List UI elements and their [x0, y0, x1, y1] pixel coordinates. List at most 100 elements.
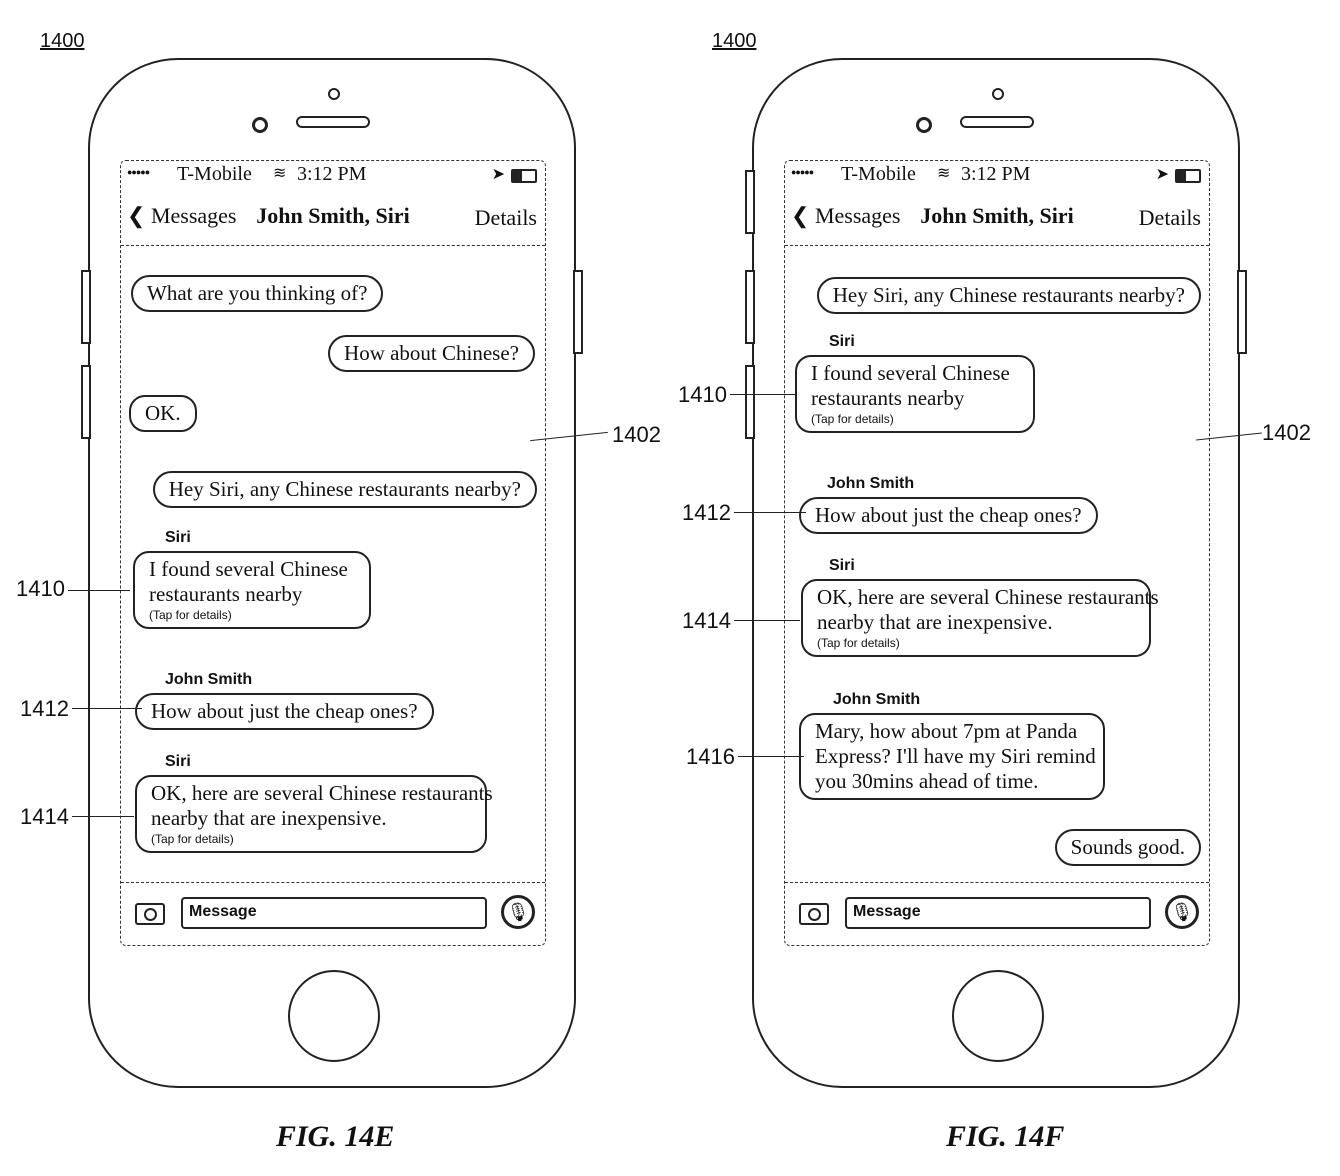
- message-bubble-received[interactable]: What are you thinking of?: [131, 275, 384, 312]
- tap-for-details-link[interactable]: (Tap for details): [151, 832, 234, 846]
- message-text: Mary, how about 7pm at Panda: [815, 719, 1078, 743]
- message-bubble-sent[interactable]: Hey Siri, any Chinese restaurants nearby…: [816, 277, 1201, 314]
- power-button: [1237, 270, 1247, 354]
- signal-icon: ●●●●●: [127, 167, 150, 177]
- nav-bar: ❮ Messages John Smith, Siri Details: [785, 197, 1209, 246]
- front-camera: [916, 117, 932, 133]
- front-camera: [252, 117, 268, 133]
- back-label: Messages: [814, 203, 901, 228]
- message-bubble-sent[interactable]: Hey Siri, any Chinese restaurants nearby…: [152, 471, 537, 508]
- figure-caption-14e: FIG. 14E: [276, 1120, 395, 1153]
- message-input[interactable]: Message: [181, 897, 487, 929]
- reference-numeral-1402: 1402: [1262, 420, 1311, 445]
- tap-for-details-link[interactable]: (Tap for details): [817, 636, 900, 650]
- sender-label: Siri: [165, 529, 191, 546]
- message-text: OK, here are several Chinese restaurants: [817, 585, 1159, 609]
- microphone-icon[interactable]: 🎙: [501, 895, 535, 929]
- message-bubble-sent[interactable]: Sounds good.: [1054, 829, 1201, 866]
- chevron-left-icon: ❮: [127, 203, 146, 228]
- earpiece-speaker: [296, 116, 370, 128]
- status-bar: ●●●●● T-Mobile ≋ 3:12 PM ➤: [785, 161, 1209, 191]
- message-bubble-received[interactable]: How about just the cheap ones?: [135, 693, 434, 730]
- siri-response-bubble[interactable]: OK, here are several Chinese restaurants…: [801, 579, 1159, 657]
- message-text: I found several Chinese: [811, 361, 1010, 385]
- volume-up-button: [745, 270, 755, 344]
- message-text: you 30mins ahead of time.: [815, 769, 1039, 793]
- message-bubble-received[interactable]: Mary, how about 7pm at Panda Express? I'…: [799, 713, 1105, 800]
- battery-icon: [1175, 169, 1201, 183]
- leader-line: [734, 512, 806, 513]
- conversation-title: John Smith, Siri: [920, 203, 1074, 228]
- reference-numeral-1412: 1412: [20, 696, 69, 721]
- volume-up-button: [81, 270, 91, 344]
- nav-bar: ❮ Messages John Smith, Siri Details: [121, 197, 545, 246]
- siri-response-bubble[interactable]: I found several Chinese restaurants near…: [795, 355, 1035, 433]
- microphone-icon[interactable]: 🎙: [1165, 895, 1199, 929]
- message-input[interactable]: Message: [845, 897, 1151, 929]
- leader-line: [72, 708, 142, 709]
- mute-switch: [745, 170, 755, 234]
- leader-line: [68, 590, 130, 591]
- sender-label: Siri: [829, 557, 855, 574]
- reference-numeral-1412: 1412: [682, 500, 731, 525]
- details-button[interactable]: Details: [1138, 205, 1201, 230]
- tap-for-details-link[interactable]: (Tap for details): [149, 608, 232, 622]
- location-icon: ➤: [491, 166, 505, 183]
- carrier-label: T-Mobile: [841, 163, 916, 185]
- reference-numeral-1414: 1414: [682, 608, 731, 633]
- sender-label: John Smith: [165, 671, 253, 688]
- screen: ●●●●● T-Mobile ≋ 3:12 PM ➤ ❮ Messages Jo…: [784, 160, 1210, 946]
- message-text: nearby that are inexpensive.: [151, 806, 387, 830]
- message-text: I found several Chinese: [149, 557, 348, 581]
- message-text: nearby that are inexpensive.: [817, 610, 1053, 634]
- camera-icon[interactable]: [799, 903, 829, 925]
- tap-for-details-link[interactable]: (Tap for details): [811, 412, 894, 426]
- proximity-sensor: [328, 88, 340, 100]
- sender-label: John Smith: [827, 475, 915, 492]
- screen: ●●●●● T-Mobile ≋ 3:12 PM ➤ ❮ Messages Jo…: [120, 160, 546, 946]
- power-button: [573, 270, 583, 354]
- message-bubble-sent[interactable]: How about Chinese?: [328, 335, 535, 372]
- status-bar: ●●●●● T-Mobile ≋ 3:12 PM ➤: [121, 161, 545, 191]
- reference-numeral-1410: 1410: [16, 576, 65, 601]
- sender-label: Siri: [829, 333, 855, 350]
- volume-down-button: [81, 365, 91, 439]
- carrier-label: T-Mobile: [177, 163, 252, 185]
- home-button[interactable]: [288, 970, 380, 1062]
- input-bar: Message 🎙: [121, 882, 545, 945]
- volume-down-button: [745, 365, 755, 439]
- signal-icon: ●●●●●: [791, 167, 814, 177]
- leader-line: [738, 756, 804, 757]
- back-label: Messages: [150, 203, 237, 228]
- proximity-sensor: [992, 88, 1004, 100]
- figure-ref-14f: 1400: [712, 30, 757, 52]
- location-icon: ➤: [1155, 166, 1169, 183]
- phone-14e: ●●●●● T-Mobile ≋ 3:12 PM ➤ ❮ Messages Jo…: [81, 58, 583, 1088]
- camera-icon[interactable]: [135, 903, 165, 925]
- sender-label: Siri: [165, 753, 191, 770]
- input-bar: Message 🎙: [785, 882, 1209, 945]
- leader-line: [72, 816, 134, 817]
- sender-label: John Smith: [833, 691, 921, 708]
- message-bubble-received[interactable]: OK.: [129, 395, 197, 432]
- leader-line: [734, 620, 800, 621]
- back-button[interactable]: ❮ Messages: [791, 203, 900, 229]
- reference-numeral-1402: 1402: [612, 422, 661, 447]
- clock: 3:12 PM: [297, 163, 367, 185]
- home-button[interactable]: [952, 970, 1044, 1062]
- earpiece-speaker: [960, 116, 1034, 128]
- figure-ref-14e: 1400: [40, 30, 85, 52]
- siri-response-bubble[interactable]: I found several Chinese restaurants near…: [133, 551, 371, 629]
- leader-line: [730, 394, 796, 395]
- chevron-left-icon: ❮: [791, 203, 810, 228]
- message-text: restaurants nearby: [149, 582, 303, 606]
- message-text: restaurants nearby: [811, 386, 965, 410]
- siri-response-bubble[interactable]: OK, here are several Chinese restaurants…: [135, 775, 493, 853]
- back-button[interactable]: ❮ Messages: [127, 203, 236, 229]
- details-button[interactable]: Details: [474, 205, 537, 230]
- conversation-title: John Smith, Siri: [256, 203, 410, 228]
- message-bubble-received[interactable]: How about just the cheap ones?: [799, 497, 1098, 534]
- reference-numeral-1410: 1410: [678, 382, 727, 407]
- message-text: Express? I'll have my Siri remind: [815, 744, 1096, 768]
- wifi-icon: ≋: [273, 165, 287, 182]
